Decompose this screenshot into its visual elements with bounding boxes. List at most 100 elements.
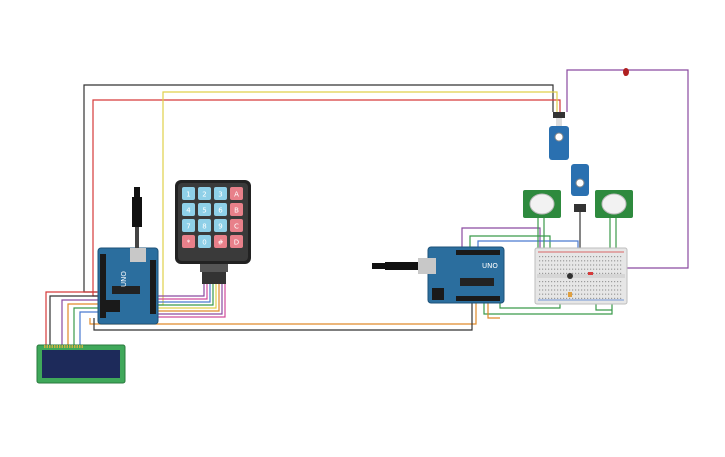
- breadboard-hole: [569, 297, 571, 299]
- wire-orange-bottom[interactable]: [89, 302, 477, 325]
- wire-green-lcd[interactable]: [73, 307, 100, 345]
- breadboard-hole: [596, 297, 598, 299]
- keypad-key[interactable]: #: [214, 235, 227, 248]
- wire-orange-lcd[interactable]: [67, 303, 100, 345]
- keypad-key[interactable]: B: [230, 203, 243, 216]
- keypad-key[interactable]: A: [230, 187, 243, 200]
- breadboard-hole: [548, 272, 550, 274]
- breadboard-hole: [575, 289, 577, 291]
- breadboard-hole: [599, 293, 601, 295]
- breadboard-hole: [566, 260, 568, 262]
- breadboard-hole: [545, 256, 547, 258]
- breadboard-hole: [578, 272, 580, 274]
- keypad-key[interactable]: 6: [214, 203, 227, 216]
- breadboard-hole: [578, 256, 580, 258]
- breadboard-hole: [605, 260, 607, 262]
- pir-sensor-right[interactable]: [595, 190, 633, 218]
- wire-green-bottom-right[interactable]: [483, 300, 613, 315]
- servo-middle[interactable]: [571, 164, 589, 212]
- keypad-key[interactable]: 8: [198, 219, 211, 232]
- arduino-right[interactable]: UNO: [372, 246, 505, 304]
- usb-cable-left[interactable]: [132, 197, 142, 227]
- breadboard-hole: [608, 297, 610, 299]
- led-top-right[interactable]: [623, 68, 629, 76]
- breadboard-hole: [539, 264, 541, 266]
- keypad-key[interactable]: 3: [214, 187, 227, 200]
- breadboard-hole: [596, 264, 598, 266]
- wire-keypad-6[interactable]: [155, 284, 220, 312]
- wire-red-lcd[interactable]: [45, 291, 98, 345]
- keypad-key-label: B: [234, 207, 239, 215]
- keypad-key[interactable]: 4: [182, 203, 195, 216]
- keypad-key[interactable]: 5: [198, 203, 211, 216]
- keypad-key-label: 8: [202, 223, 206, 231]
- wire-keypad-3[interactable]: [155, 284, 211, 303]
- keypad-key[interactable]: 2: [198, 187, 211, 200]
- wire-keypad-8[interactable]: [155, 284, 226, 318]
- wire-keypad-5[interactable]: [155, 284, 217, 309]
- keypad-key[interactable]: *: [182, 235, 195, 248]
- wire-keypad-1[interactable]: [155, 284, 205, 297]
- keypad-key[interactable]: 1: [182, 187, 195, 200]
- breadboard-hole: [569, 264, 571, 266]
- breadboard-hole: [551, 272, 553, 274]
- wire-orange-bottom-right[interactable]: [487, 302, 500, 319]
- breadboard-hole: [590, 281, 592, 283]
- breadboard-hole: [551, 264, 553, 266]
- keypad-key[interactable]: 7: [182, 219, 195, 232]
- wire-black-lcd[interactable]: [49, 295, 98, 345]
- keypad-key[interactable]: C: [230, 219, 243, 232]
- breadboard-hole: [611, 260, 613, 262]
- keypad-key[interactable]: 0: [198, 235, 211, 248]
- breadboard-hole: [563, 281, 565, 283]
- breadboard-hole: [608, 268, 610, 270]
- wire-blue-lcd[interactable]: [79, 311, 100, 345]
- arduino-left[interactable]: UNO: [97, 187, 159, 325]
- wire-keypad-2[interactable]: [155, 284, 208, 300]
- breadboard-hole: [563, 268, 565, 270]
- breadboard-hole: [602, 293, 604, 295]
- breadboard-hole: [584, 272, 586, 274]
- breadboard-hole: [614, 272, 616, 274]
- breadboard-hole: [590, 256, 592, 258]
- breadboard-hole: [575, 285, 577, 287]
- servo-top[interactable]: [549, 112, 569, 160]
- breadboard-hole: [554, 293, 556, 295]
- pir-sensor-left[interactable]: [523, 190, 561, 218]
- breadboard-hole: [557, 281, 559, 283]
- breadboard-hole: [590, 293, 592, 295]
- breadboard-hole: [578, 281, 580, 283]
- keypad-key[interactable]: D: [230, 235, 243, 248]
- breadboard-hole: [551, 281, 553, 283]
- breadboard-hole: [569, 281, 571, 283]
- wire-black-bottom[interactable]: [93, 302, 473, 331]
- breadboard-hole: [542, 289, 544, 291]
- wire-keypad-4[interactable]: [155, 284, 214, 306]
- breadboard-hole: [545, 264, 547, 266]
- breadboard[interactable]: [534, 247, 628, 305]
- breadboard-hole: [542, 281, 544, 283]
- keypad-key[interactable]: 9: [214, 219, 227, 232]
- breadboard-hole: [569, 256, 571, 258]
- breadboard-hole: [548, 289, 550, 291]
- breadboard-hole: [560, 268, 562, 270]
- breadboard-hole: [617, 260, 619, 262]
- wire-green-arduino[interactable]: [469, 235, 551, 250]
- usb-cable-right[interactable]: [385, 262, 418, 270]
- breadboard-hole: [611, 285, 613, 287]
- breadboard-hole: [548, 264, 550, 266]
- breadboard-hole: [581, 297, 583, 299]
- breadboard-hole: [617, 281, 619, 283]
- wire-keypad-7[interactable]: [155, 284, 223, 315]
- breadboard-hole: [599, 260, 601, 262]
- lcd-display[interactable]: [36, 344, 126, 384]
- breadboard-hole: [608, 256, 610, 258]
- wire-blue-arduino[interactable]: [477, 240, 579, 250]
- wire-purple-right[interactable]: [566, 69, 689, 269]
- breadboard-hole: [548, 281, 550, 283]
- breadboard-hole: [539, 260, 541, 262]
- breadboard-hole: [614, 293, 616, 295]
- wire-purple-lcd[interactable]: [61, 299, 100, 345]
